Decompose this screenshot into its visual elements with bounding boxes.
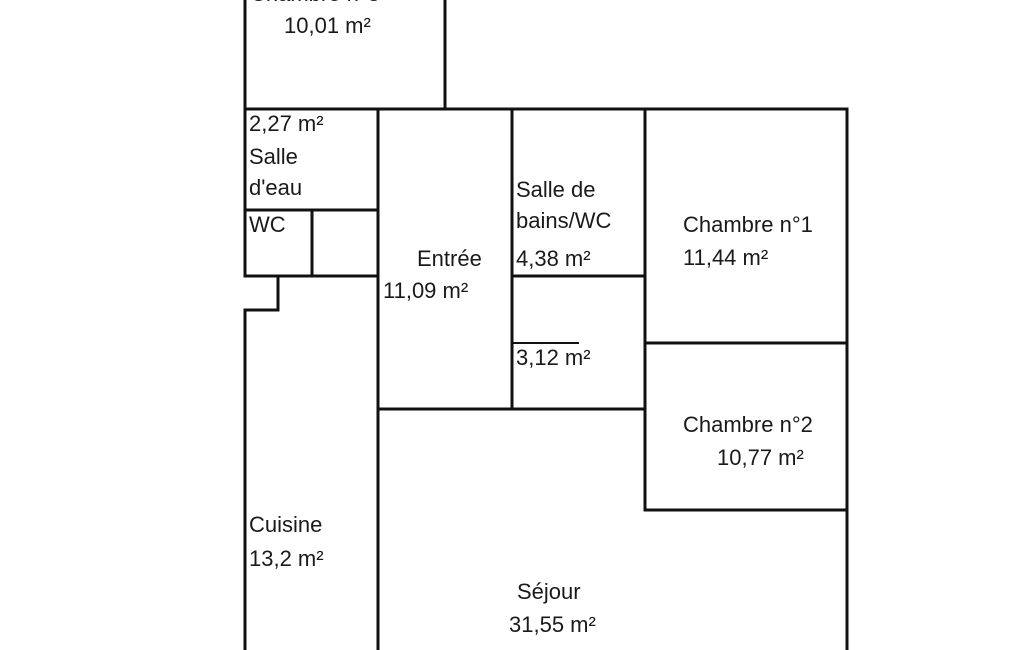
salle-eau-area: 2,27 m² bbox=[249, 111, 324, 136]
chambre2-area: 10,77 m² bbox=[717, 445, 804, 470]
cuisine-label: Cuisine bbox=[249, 512, 323, 537]
chambre3-label: Chambre n°3 bbox=[250, 0, 380, 10]
chambre2-label: Chambre n°2 bbox=[683, 412, 813, 437]
salle-eau-label-1: Salle bbox=[249, 144, 298, 169]
entree-area: 11,09 m² bbox=[383, 278, 469, 303]
chambre3-area: 10,01 m² bbox=[284, 13, 371, 38]
salle-eau-label-2: d'eau bbox=[249, 175, 303, 200]
entree-label: Entrée bbox=[417, 246, 482, 271]
wc-label: WC bbox=[249, 212, 286, 237]
salle-bains-label-2: bains/WC bbox=[516, 208, 612, 233]
chambre1-label: Chambre n°1 bbox=[683, 212, 813, 237]
degagement-area: 3,12 m² bbox=[516, 345, 591, 370]
cuisine-area: 13,2 m² bbox=[249, 546, 324, 571]
sejour-label: Séjour bbox=[517, 579, 581, 604]
salle-bains-area: 4,38 m² bbox=[516, 246, 591, 271]
chambre1-area: 11,44 m² bbox=[683, 245, 769, 270]
salle-bains-label-1: Salle de bbox=[516, 177, 596, 202]
sejour-area: 31,55 m² bbox=[509, 612, 596, 637]
